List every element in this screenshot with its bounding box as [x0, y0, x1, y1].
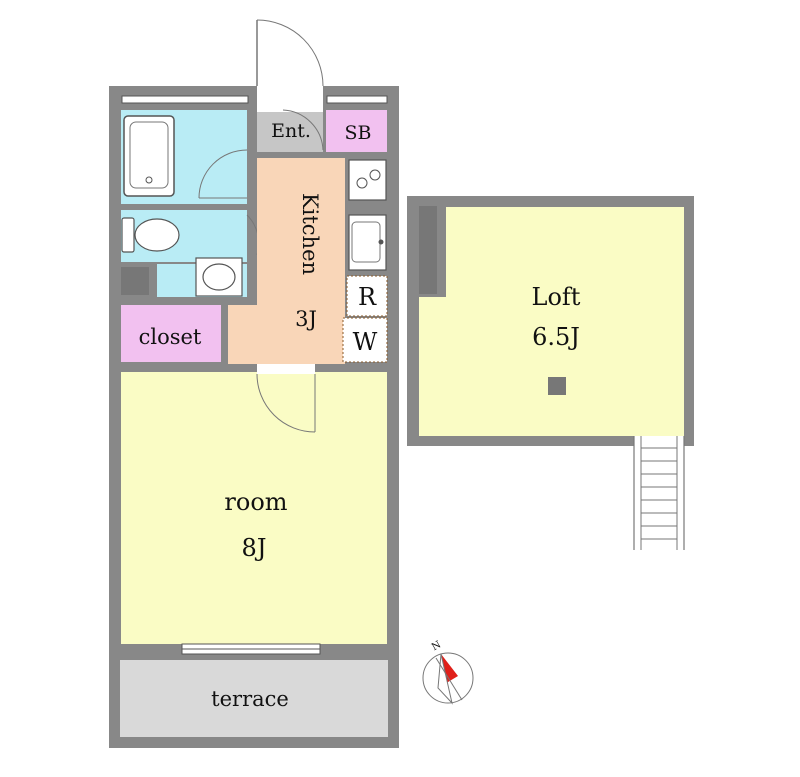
loft-area: [419, 207, 684, 436]
kitchen-sink-basin: [351, 221, 381, 263]
room-size-label: 8J: [242, 534, 267, 562]
kitchen-label: Kitchen: [298, 193, 322, 275]
washbasin-bowl: [202, 263, 236, 291]
compass-icon: N: [422, 639, 474, 705]
pipe-shaft: [121, 267, 149, 295]
bathtub-inner: [129, 121, 169, 189]
closet-label: closet: [139, 325, 202, 349]
bathtub-drain: [145, 176, 153, 184]
window-top-right: [326, 95, 388, 104]
room-door-swing: [256, 373, 316, 433]
shoe-box-area: [326, 110, 387, 152]
loft-label: Loft: [532, 283, 581, 311]
room-area: [121, 372, 387, 644]
fridge-space: [346, 275, 388, 317]
loft-size-label: 6.5J: [532, 323, 580, 351]
kitchen-area: [228, 158, 345, 364]
inner-door-swing: [282, 109, 324, 151]
entrance-door-swing: [256, 19, 324, 87]
entrance-door-opening: [257, 84, 323, 112]
burner-right: [369, 169, 381, 181]
burner-left: [356, 177, 368, 189]
toilet-bowl: [134, 218, 180, 252]
toilet-tank: [121, 217, 135, 253]
kitchen-size-label: 3J: [295, 307, 317, 331]
loft-hatch: [548, 377, 566, 395]
terrace-label: terrace: [211, 687, 289, 711]
room-label: room: [224, 488, 287, 516]
stove: [348, 159, 387, 201]
bath-door-swing: [198, 149, 248, 199]
refrigerator-label: R: [358, 283, 377, 311]
washer-space: [342, 317, 388, 363]
washer-label: W: [353, 328, 378, 356]
entrance-label: Ent.: [271, 120, 311, 142]
loft-shelf: [419, 206, 437, 294]
sink-faucet: [378, 239, 384, 245]
entrance-area: [257, 110, 323, 152]
closet-area: [121, 305, 221, 362]
room-door-opening: [257, 364, 315, 374]
ladder-rungs: [641, 447, 677, 540]
compass-north-label: N: [430, 639, 443, 653]
shoe-box-label: SB: [345, 122, 372, 144]
window-top-left: [121, 95, 249, 104]
terrace-area: [120, 660, 388, 737]
loft-ladder: [634, 436, 684, 550]
